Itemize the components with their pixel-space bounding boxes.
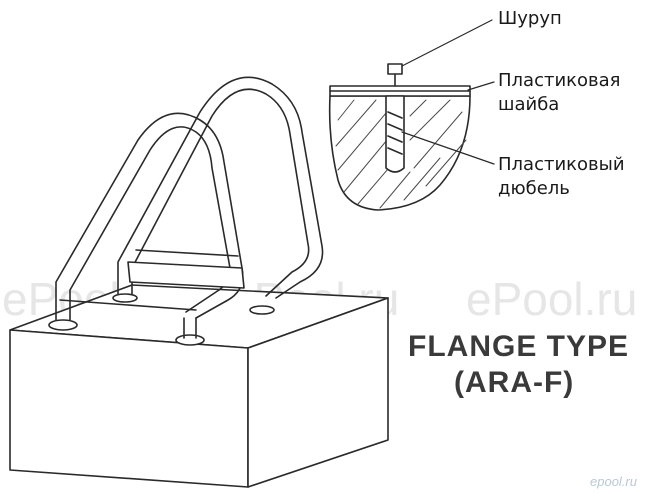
title-line1: FLANGE TYPE: [408, 330, 630, 363]
flanges: [48, 293, 275, 346]
label-washer-line1: Пластиковая: [498, 70, 621, 91]
watermark-right: ePool.ru: [466, 273, 638, 325]
step-tread: [59, 249, 245, 311]
back-handrail: [117, 76, 324, 299]
title-line2: (ARA-F): [454, 366, 575, 399]
label-anchor-line1: Пластиковый: [498, 154, 625, 175]
watermark-corner: epool.ru: [590, 474, 637, 489]
anchor-section: [328, 63, 471, 211]
label-screw: Шуруп: [498, 8, 562, 29]
leader-lines: [401, 19, 495, 165]
label-anchor-line2: дюбель: [498, 178, 570, 199]
concrete-block: [9, 284, 389, 488]
label-washer-line2: шайба: [498, 94, 560, 115]
